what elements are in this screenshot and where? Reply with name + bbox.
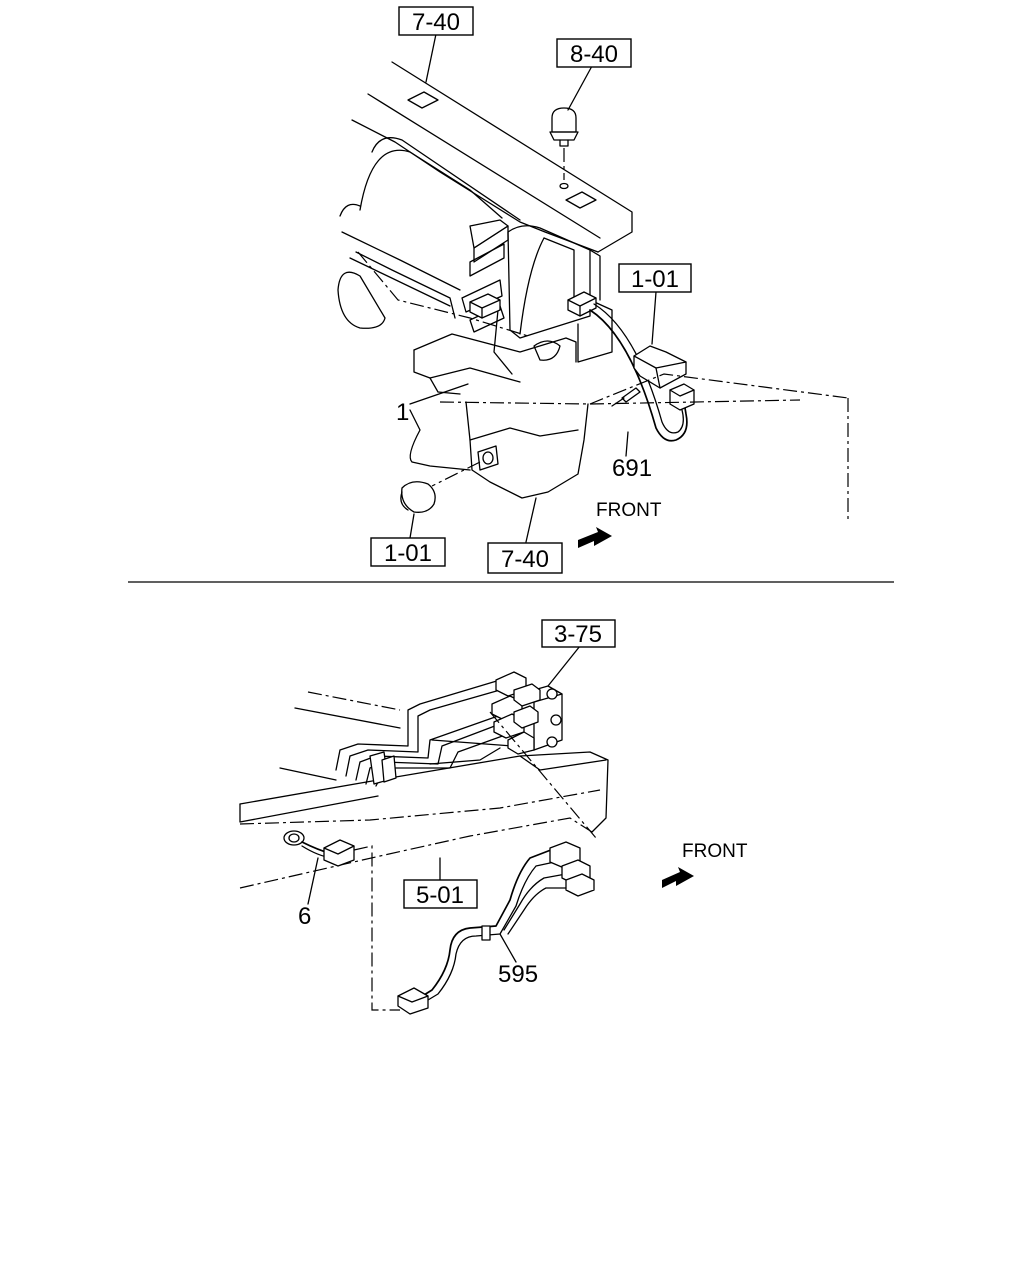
leader-691 — [625, 431, 629, 457]
leader-6 — [307, 857, 319, 905]
callout-frame: 5-01 — [403, 879, 478, 909]
leader-lower-panel — [525, 497, 537, 543]
leader-valve — [547, 645, 581, 687]
part-number-1: 1 — [396, 399, 409, 426]
callout-top-panel: 7-40 — [398, 6, 474, 36]
brake-lines — [335, 679, 513, 787]
front-arrow-icon-lower — [662, 867, 694, 888]
callout-lower-panel: 7-40 — [487, 542, 563, 574]
svg-text:5-01: 5-01 — [416, 882, 464, 909]
sensor-part-6 — [283, 830, 400, 1011]
upper-figure: 7-40 8-40 1-01 1-01 7-40 1 691 FRONT — [337, 6, 849, 574]
leader-595 — [499, 933, 517, 963]
svg-text:3-75: 3-75 — [554, 621, 602, 648]
svg-text:1-01: 1-01 — [631, 266, 679, 293]
svg-text:7-40: 7-40 — [501, 546, 549, 573]
leader-knob — [409, 513, 415, 539]
dashboard-top-panel — [337, 61, 633, 395]
svg-text:1-01: 1-01 — [384, 540, 432, 567]
frame-rail — [239, 691, 609, 889]
bulb — [549, 107, 579, 190]
callout-bulb: 8-40 — [556, 38, 632, 68]
lower-figure: 3-75 5-01 6 595 FRONT — [239, 619, 748, 1015]
leader-bulb — [567, 65, 593, 111]
callout-switch: 1-01 — [618, 263, 692, 293]
valve-block — [491, 671, 563, 755]
leader-part-1 — [409, 383, 469, 405]
switch-assembly — [567, 291, 695, 442]
leader-switch — [651, 291, 657, 345]
svg-text:8-40: 8-40 — [570, 41, 618, 68]
part-number-691: 691 — [612, 455, 652, 482]
leader-top-panel — [425, 33, 437, 83]
lower-console-panel — [409, 373, 849, 522]
connector-part-1 — [469, 293, 501, 319]
callout-knob: 1-01 — [370, 537, 446, 567]
front-arrow-icon — [578, 527, 612, 548]
front-label: FRONT — [596, 500, 662, 521]
harness-595 — [397, 841, 595, 1015]
knob — [400, 481, 436, 513]
front-label-lower: FRONT — [682, 841, 748, 862]
part-number-595: 595 — [498, 961, 538, 988]
svg-text:7-40: 7-40 — [412, 9, 460, 36]
leader-valve-dash — [489, 711, 597, 839]
callout-valve-block: 3-75 — [541, 619, 616, 648]
part-number-6: 6 — [298, 903, 311, 930]
